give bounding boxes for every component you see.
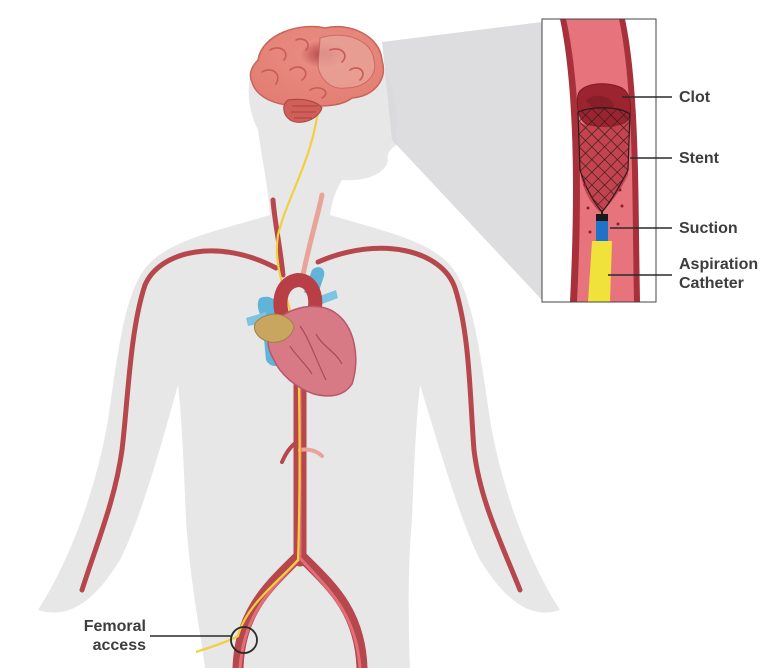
label-stent: Stent: [679, 149, 719, 168]
inset-vessel-view: [542, 19, 656, 302]
suction-tip: [596, 214, 608, 221]
suction-segment: [596, 221, 608, 241]
label-aspiration-line2: Catheter: [679, 274, 758, 293]
label-femoral-access: Femoral access: [40, 617, 146, 655]
label-femoral-line2: access: [40, 636, 146, 655]
label-femoral-line1: Femoral: [40, 617, 146, 636]
label-clot: Clot: [679, 88, 710, 107]
aspiration-catheter: [588, 241, 612, 302]
label-suction: Suction: [679, 219, 738, 238]
label-aspiration-catheter: Aspiration Catheter: [679, 255, 758, 293]
label-aspiration-line1: Aspiration: [679, 255, 758, 274]
